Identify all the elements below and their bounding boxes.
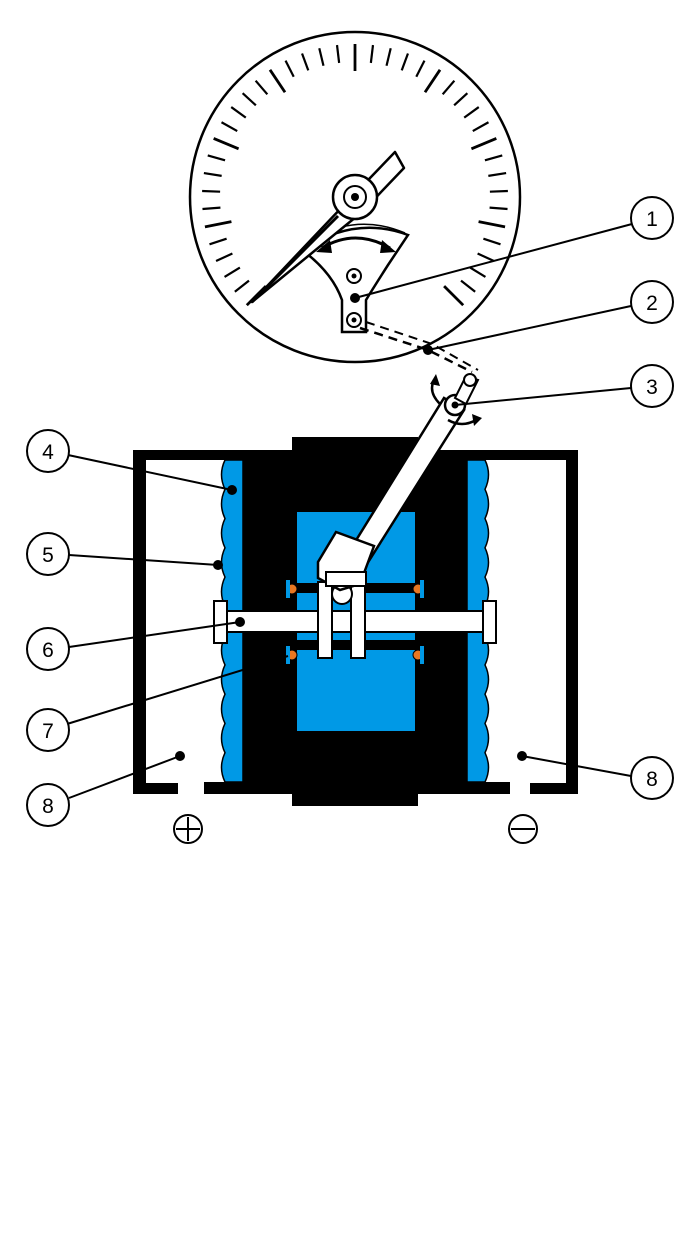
- gauge-tick: [460, 279, 476, 293]
- callout-4-label: 4: [42, 441, 54, 464]
- gauge-tick: [441, 79, 456, 96]
- callout-leaders: [66, 223, 633, 799]
- gauge-tick: [241, 92, 257, 107]
- gauge-tick: [318, 47, 325, 66]
- callout-8-left: 8: [26, 783, 70, 827]
- callout-3: 3: [630, 364, 674, 408]
- callout-8-right-label: 8: [646, 768, 658, 791]
- gauge-tick: [335, 44, 341, 64]
- gauge-tick: [400, 53, 409, 71]
- leader-6: [68, 621, 241, 648]
- gauge-tick: [284, 60, 295, 78]
- callout-5: 5: [26, 532, 70, 576]
- gauge-tick: [415, 60, 426, 78]
- gauge-ticks: [202, 44, 508, 307]
- gauge-tick: [483, 237, 501, 246]
- gauge-tick: [202, 189, 221, 193]
- gauge-tick: [453, 92, 469, 107]
- gauge-tick: [268, 69, 287, 94]
- leader-7: [66, 655, 289, 725]
- sector-arrow-left: [316, 240, 332, 253]
- gauge-tick: [202, 206, 221, 211]
- gauge-tick: [484, 154, 503, 162]
- seals: [286, 580, 424, 664]
- gauge-tick: [369, 44, 375, 64]
- callout-2-label: 2: [646, 292, 658, 315]
- callout-1-label: 1: [646, 208, 658, 231]
- gauge-tick: [223, 266, 241, 278]
- lever-base: [325, 571, 367, 587]
- leader-1: [354, 223, 633, 299]
- gauge-tick: [443, 285, 465, 307]
- gauge-tick: [463, 106, 480, 119]
- callout-8-left-label: 8: [42, 795, 54, 818]
- leader-5: [68, 554, 219, 566]
- gauge-tick: [470, 137, 497, 151]
- gauge-tick: [469, 266, 487, 278]
- callout-1: 1: [630, 196, 674, 240]
- leader-3: [454, 387, 632, 406]
- port-plus: [173, 814, 203, 844]
- leader-4: [67, 454, 233, 491]
- callouts: 1 2 3 4 5 6 7 8: [26, 196, 674, 827]
- leader-8-right: [521, 755, 632, 777]
- leader-2: [427, 305, 632, 351]
- gauge-tick: [489, 189, 508, 193]
- rod-left-end: [213, 600, 228, 644]
- gauge-tick: [234, 279, 250, 293]
- gauge-tick: [423, 69, 442, 94]
- callout-5-label: 5: [42, 544, 54, 567]
- housing-bottom-left: [204, 782, 296, 794]
- gauge-tick: [301, 53, 310, 71]
- leader-8-left: [68, 755, 181, 799]
- gauge-tick: [488, 171, 507, 177]
- housing-bottom-block: [292, 780, 418, 806]
- gauge-tick: [254, 79, 269, 96]
- callout-7-label: 7: [42, 720, 54, 743]
- gauge-tick: [489, 206, 508, 211]
- gauge-tick: [204, 220, 232, 229]
- port-minus: [508, 814, 538, 844]
- gauge-tick: [385, 47, 392, 66]
- callout-7: 7: [26, 708, 70, 752]
- callout-8-right: 8: [630, 756, 674, 800]
- gauge-tick: [478, 220, 506, 229]
- sector-arrow-right: [380, 240, 396, 253]
- gauge-tick: [213, 137, 240, 151]
- gauge-tick: [230, 106, 247, 119]
- gauge-dial: [188, 30, 522, 364]
- gauge-tick: [220, 121, 238, 132]
- gauge-tick: [215, 252, 233, 263]
- rod-right-end: [482, 600, 497, 644]
- callout-4: 4: [26, 429, 70, 473]
- callout-6: 6: [26, 627, 70, 671]
- gauge-tick: [472, 121, 490, 132]
- gauge-tick: [477, 252, 495, 263]
- gauge-tick: [203, 171, 222, 177]
- callout-6-label: 6: [42, 639, 54, 662]
- linkage-rod-dashed: [359, 326, 473, 374]
- gauge-tick: [207, 154, 226, 162]
- callout-2: 2: [630, 280, 674, 324]
- housing-bottom-right: [414, 782, 510, 794]
- callout-3-label: 3: [646, 376, 658, 399]
- gauge-tick: [209, 237, 227, 246]
